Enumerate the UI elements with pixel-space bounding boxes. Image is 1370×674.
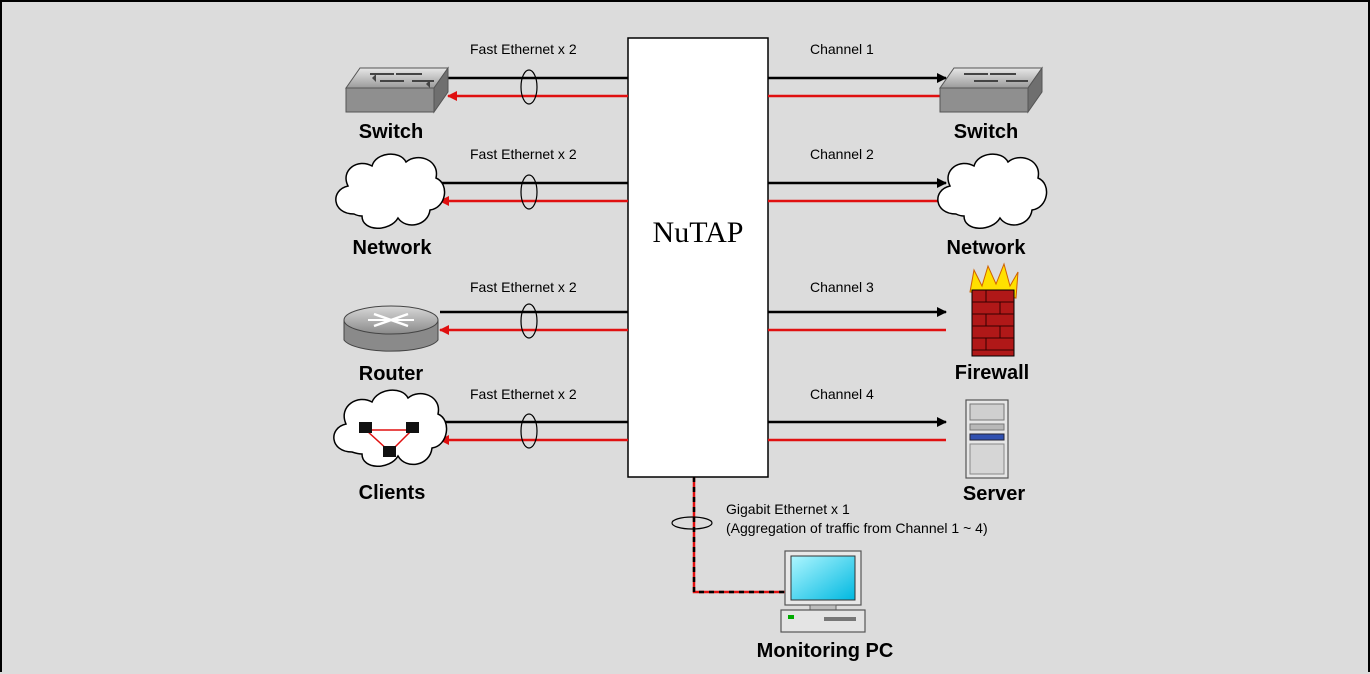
- link-row-3: Fast Ethernet x 2 Channel 3: [439, 279, 947, 339]
- left-device-label: Switch: [359, 121, 423, 143]
- monitor-link: Gigabit Ethernet x 1 (Aggregation of tra…: [671, 477, 988, 594]
- nutap-device: NuTAP: [627, 37, 769, 478]
- cloud-icon: [937, 153, 1048, 229]
- channel-label: Channel 2: [810, 146, 874, 162]
- left-device-label: Router: [359, 363, 424, 385]
- switch-icon: [345, 66, 449, 114]
- monitoring-pc-icon: [780, 550, 866, 633]
- link-label: Fast Ethernet x 2: [470, 41, 577, 57]
- monitor-link-label: Gigabit Ethernet x 1: [726, 501, 850, 517]
- right-device-label: Network: [947, 237, 1027, 259]
- right-device-label: Switch: [954, 121, 1018, 143]
- link-row-4: Fast Ethernet x 2 Channel 4: [439, 386, 947, 449]
- firewall-icon: [969, 262, 1019, 357]
- router-icon: [343, 305, 439, 352]
- left-device-label: Network: [353, 237, 433, 259]
- link-row-2: Fast Ethernet x 2 Channel 2: [439, 146, 947, 210]
- monitoring-pc-label: Monitoring PC: [757, 640, 894, 662]
- left-device-label: Clients: [359, 482, 426, 504]
- link-label: Fast Ethernet x 2: [470, 386, 577, 402]
- clients-icon: [333, 389, 448, 467]
- link-label: Fast Ethernet x 2: [470, 146, 577, 162]
- right-device-label: Firewall: [955, 362, 1029, 384]
- channel-label: Channel 1: [810, 41, 874, 57]
- cloud-icon: [335, 153, 446, 229]
- link-label: Fast Ethernet x 2: [470, 279, 577, 295]
- bundle-ellipse: [520, 174, 538, 210]
- right-device-label: Server: [963, 483, 1025, 505]
- bundle-ellipse: [520, 69, 538, 105]
- channel-label: Channel 4: [810, 386, 874, 402]
- channel-label: Channel 3: [810, 279, 874, 295]
- bundle-ellipse: [671, 516, 713, 530]
- bundle-ellipse: [520, 413, 538, 449]
- monitor-link-note: (Aggregation of traffic from Channel 1 ~…: [726, 520, 988, 536]
- bundle-ellipse: [520, 303, 538, 339]
- server-icon: [965, 399, 1009, 479]
- switch-icon: [939, 66, 1043, 114]
- nutap-label: NuTAP: [653, 216, 744, 249]
- link-row-1: Fast Ethernet x 2 Channel 1: [447, 41, 947, 105]
